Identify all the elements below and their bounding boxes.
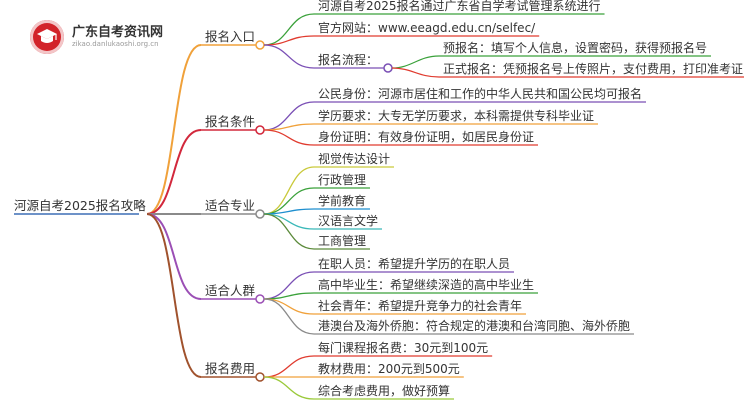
edge-2-1 xyxy=(263,187,315,215)
branch-node-0: 报名入口 xyxy=(205,29,256,44)
mindmap-edges xyxy=(14,13,744,400)
edge-2-2 xyxy=(263,208,315,215)
edge-root-branch-3 xyxy=(146,213,202,300)
edge-root-branch-0 xyxy=(146,44,202,215)
leaf-node-0-0: 河源自考2025报名通过广东省自学考试管理系统进行 xyxy=(318,0,601,13)
edge-sub-0 xyxy=(391,55,440,69)
sub-node-0: 预报名：填写个人信息，设置密码，获得预报名号 xyxy=(443,41,708,55)
logo-title: 广东自考资讯网 xyxy=(72,25,164,40)
branch-toggle-2[interactable] xyxy=(255,209,265,219)
edge-1-1 xyxy=(263,123,315,131)
leaf-node-2-0: 视觉传达设计 xyxy=(318,152,391,166)
leaf-toggle-0-2[interactable] xyxy=(383,63,393,73)
edge-3-3 xyxy=(263,298,315,335)
edge-1-0 xyxy=(263,101,315,131)
branch-toggle-3[interactable] xyxy=(255,294,265,304)
edge-0-1 xyxy=(263,35,315,46)
leaf-node-2-3: 汉语言文学 xyxy=(318,214,379,228)
branch-node-1: 报名条件 xyxy=(205,114,256,129)
root-node: 河源自考2025报名攻略 xyxy=(14,198,146,213)
edge-4-2 xyxy=(263,376,315,400)
edge-sub-1 xyxy=(391,67,440,78)
leaf-node-1-1: 学历要求：大专无学历要求，本科需提供专科毕业证 xyxy=(318,109,595,123)
edge-2-0 xyxy=(263,166,315,215)
site-logo: 广东自考资讯网 zikao.danlukaoshi.org.cn xyxy=(30,18,230,58)
leaf-node-4-2: 综合考虑费用，做好预算 xyxy=(318,384,451,398)
branch-toggle-1[interactable] xyxy=(255,125,265,135)
edge-3-1 xyxy=(263,292,315,300)
branch-node-3: 适合人群 xyxy=(205,283,256,298)
edge-0-2 xyxy=(263,44,315,69)
leaf-node-1-2: 身份证明：有效身份证明，如居民身份证 xyxy=(318,130,535,144)
graduation-cap-icon xyxy=(30,20,64,54)
leaf-node-2-4: 工商管理 xyxy=(318,234,367,248)
leaf-node-3-3: 港澳台及海外侨胞：符合规定的港澳和台湾同胞、海外侨胞 xyxy=(318,319,631,333)
leaf-node-4-1: 教材费用：200元到500元 xyxy=(318,362,460,376)
leaf-node-3-0: 在职人员：希望提升学历的在职人员 xyxy=(318,257,511,271)
leaf-node-2-1: 行政管理 xyxy=(318,173,367,187)
leaf-node-1-0: 公民身份：河源市居住和工作的中华人民共和国公民均可报名 xyxy=(318,87,643,101)
leaf-node-3-2: 社会青年：希望提升竞争力的社会青年 xyxy=(318,299,523,313)
edge-root-branch-1 xyxy=(146,129,202,215)
branch-node-4: 报名费用 xyxy=(205,361,256,376)
leaf-node-4-0: 每门课程报名费：30元到100元 xyxy=(318,341,489,355)
edge-root-branch-4 xyxy=(146,213,202,378)
leaf-node-3-1: 高中毕业生：希望继续深造的高中毕业生 xyxy=(318,278,535,292)
sub-node-1: 正式报名：凭预报名号上传照片，支付费用，打印准考证 xyxy=(443,62,744,76)
leaf-node-2-2: 学前教育 xyxy=(318,194,367,208)
branch-node-2: 适合专业 xyxy=(205,198,256,213)
edge-2-3 xyxy=(263,213,315,230)
branch-toggle-4[interactable] xyxy=(255,372,265,382)
logo-subtitle: zikao.danlukaoshi.org.cn xyxy=(72,40,159,48)
branch-toggle-0[interactable] xyxy=(255,40,265,50)
edge-3-0 xyxy=(263,271,315,300)
leaf-node-0-2: 报名流程： xyxy=(318,53,379,67)
edge-4-0 xyxy=(263,355,315,378)
edge-2-4 xyxy=(263,213,315,250)
edge-3-2 xyxy=(263,298,315,315)
leaf-node-0-1: 官方网站：www.eeagd.edu.cn/selfec/ xyxy=(318,21,536,35)
edge-1-2 xyxy=(263,129,315,146)
